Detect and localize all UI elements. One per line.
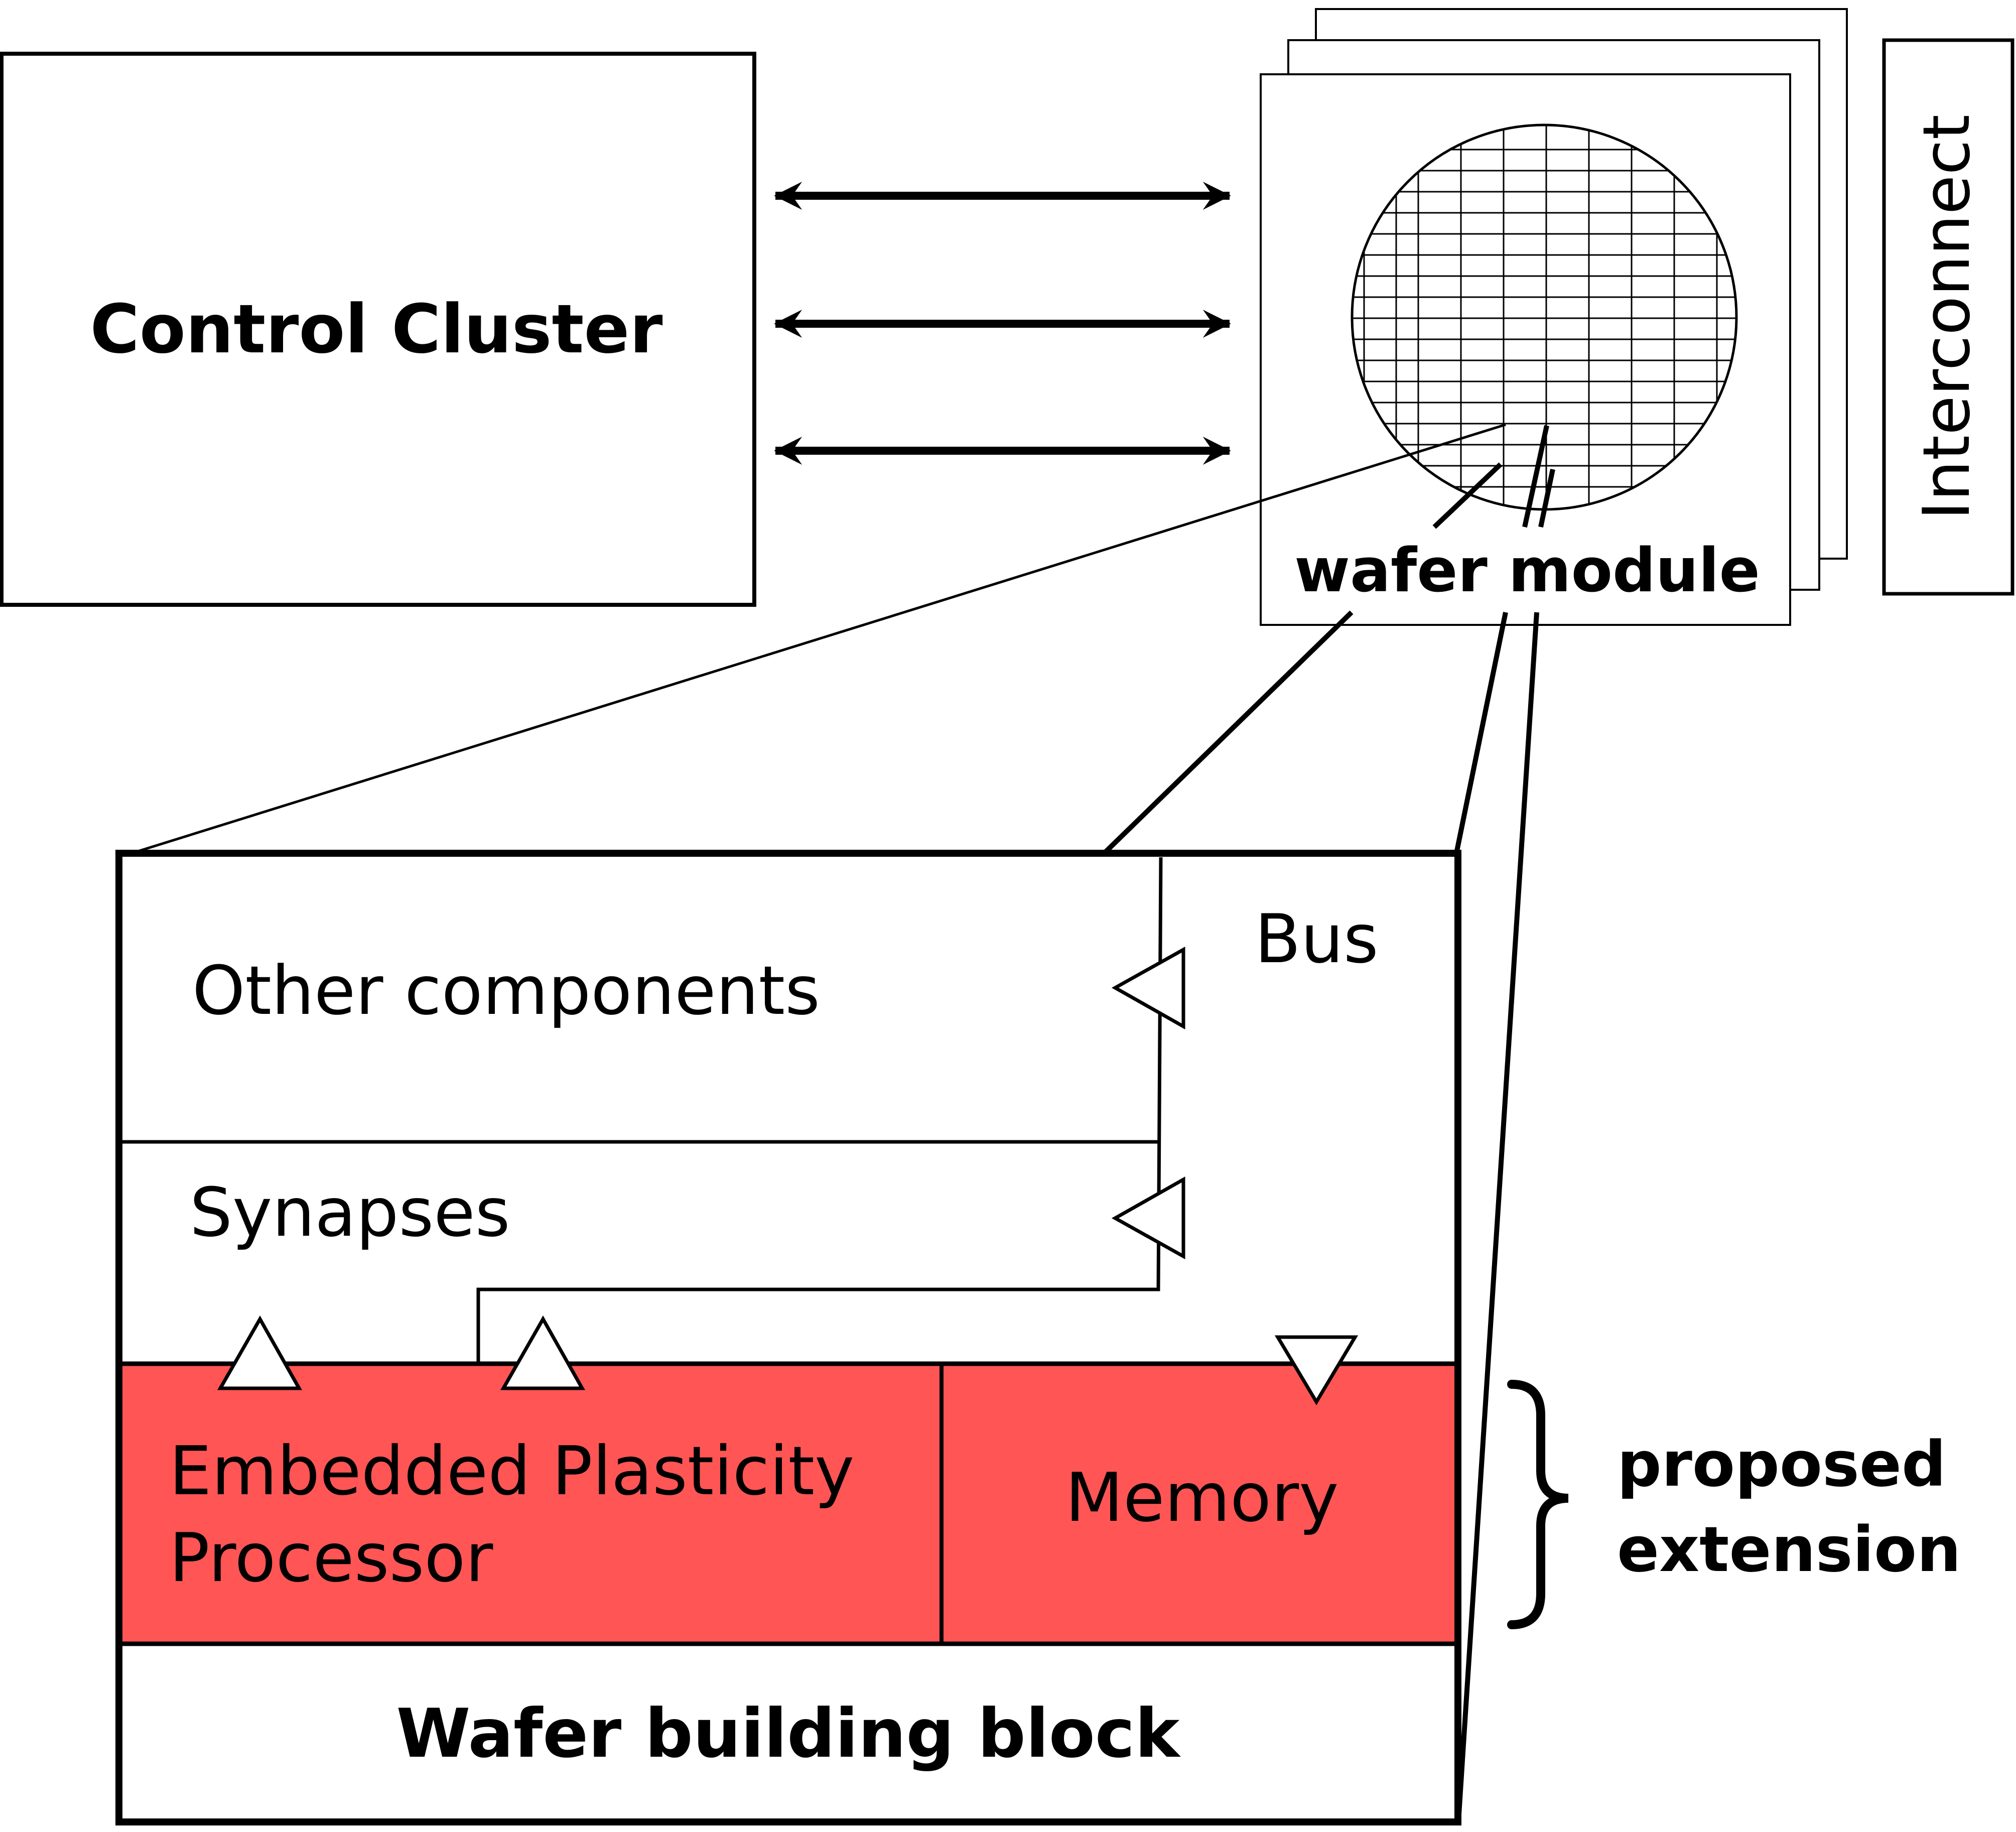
epp-label-line2: Processor	[169, 1519, 493, 1597]
control-wafer-links	[774, 182, 1231, 465]
wafer-building-block: Other components Bus Synapses Embedded P…	[115, 850, 1461, 1825]
building-block-title: Wafer building block	[396, 1694, 1181, 1773]
other-components-label: Other components	[192, 952, 820, 1030]
control-cluster-label: Control Cluster	[90, 290, 662, 368]
building-block-frame	[115, 850, 1461, 1825]
bus-to-synapses-arrow	[1111, 1176, 1185, 1259]
bus-to-other-components-arrow	[1111, 947, 1185, 1030]
wafer-module-stack: wafer module	[1260, 8, 1848, 626]
wafer-page-front	[1260, 73, 1791, 626]
zoom-callout-lines	[131, 423, 1555, 1822]
interconnect-label: Interconnect	[1910, 114, 1984, 520]
proposed-extension-line1: proposed	[1617, 1428, 1946, 1501]
epp-to-bus-arrow	[500, 1315, 585, 1390]
bus-label: Bus	[1255, 900, 1379, 978]
epp-label-line1: Embedded Plasticity	[169, 1432, 854, 1510]
embedded-plasticity-processor-box	[122, 1364, 942, 1644]
synapses-label: Synapses	[190, 1173, 510, 1252]
memory-label: Memory	[1065, 1459, 1339, 1537]
wafer-module-label: wafer module	[1294, 536, 1760, 606]
control-cluster-box: Control Cluster	[0, 52, 756, 607]
memory-box	[942, 1364, 1454, 1644]
proposed-extension-annotation: proposed extension	[1507, 1380, 1961, 1629]
interconnect-box: Interconnect	[1882, 38, 2014, 596]
proposed-extension-line2: extension	[1617, 1514, 1961, 1586]
bus-to-memory-arrow	[1274, 1335, 1359, 1405]
epp-to-synapses-arrow	[217, 1315, 302, 1390]
curly-brace-icon	[1507, 1380, 1569, 1629]
bus-outline	[476, 857, 1163, 1364]
